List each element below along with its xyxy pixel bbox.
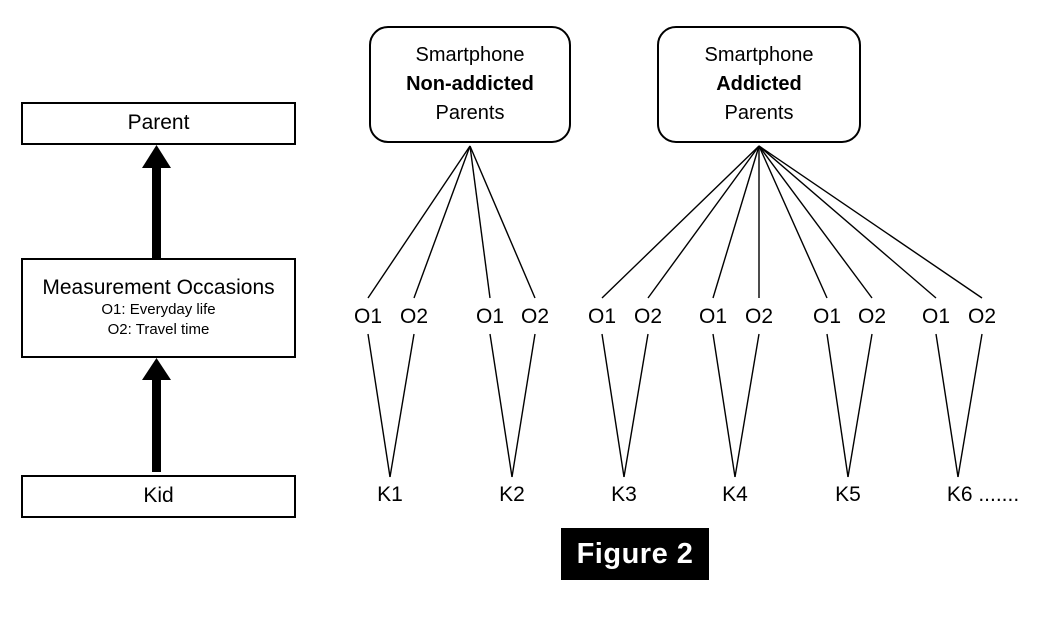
kid-label-k5: K5 — [835, 483, 861, 506]
occasion-label-k5-o2: O2 — [857, 305, 887, 328]
arrow-measurement-to-parent — [142, 145, 171, 258]
kid-label-k4: K4 — [722, 483, 748, 506]
kid-label-k2: K2 — [499, 483, 525, 506]
measurement-occasions-box: Measurement Occasions O1: Everyday life … — [21, 258, 296, 358]
occasion-label-k4-o2: O2 — [744, 305, 774, 328]
occasion-label-k1-o2: O2 — [399, 305, 429, 328]
occasion-label-k2-o2: O2 — [520, 305, 550, 328]
occasion-label-k1-o1: O1 — [353, 305, 383, 328]
measurement-occasions-title: Measurement Occasions — [42, 275, 275, 299]
occasion-label-k4-o1: O1 — [698, 305, 728, 328]
smartphone-non-addicted-parents-box: Smartphone Non-addicted Parents — [369, 26, 571, 143]
parent-box: Parent — [21, 102, 296, 145]
occasion-label-k5-o1: O1 — [812, 305, 842, 328]
non-addicted-line-1: Smartphone — [415, 44, 525, 66]
kid-box: Kid — [21, 475, 296, 518]
occasion-label-k2-o1: O1 — [475, 305, 505, 328]
figure-caption-text: Figure 2 — [576, 537, 694, 570]
fan-lines-non-addicted — [367, 145, 536, 299]
smartphone-addicted-parents-box: Smartphone Addicted Parents — [657, 26, 861, 143]
fan-lines-addicted — [601, 145, 983, 299]
non-addicted-line-2: Non-addicted — [406, 73, 534, 95]
occasion-label-k6-o2: O2 — [967, 305, 997, 328]
addicted-line-3: Parents — [724, 102, 794, 124]
addicted-line-2: Addicted — [716, 73, 802, 95]
measurement-occasion-o2: O2: Travel time — [107, 321, 210, 339]
occasion-label-k3-o1: O1 — [587, 305, 617, 328]
kid-label-k6: K6 ....... — [946, 483, 1020, 506]
arrow-kid-to-measurement — [142, 358, 171, 472]
measurement-occasion-o1: O1: Everyday life — [101, 300, 216, 318]
kid-label-k3: K3 — [611, 483, 637, 506]
parent-box-label: Parent — [127, 111, 190, 135]
v-connectors-occasions-to-kids — [367, 333, 983, 478]
occasion-label-k3-o2: O2 — [633, 305, 663, 328]
non-addicted-line-3: Parents — [435, 102, 505, 124]
occasion-label-k6-o1: O1 — [921, 305, 951, 328]
kid-label-k1: K1 — [377, 483, 403, 506]
kid-box-label: Kid — [143, 484, 174, 508]
figure-caption: Figure 2 — [561, 528, 709, 580]
addicted-line-1: Smartphone — [704, 44, 814, 66]
